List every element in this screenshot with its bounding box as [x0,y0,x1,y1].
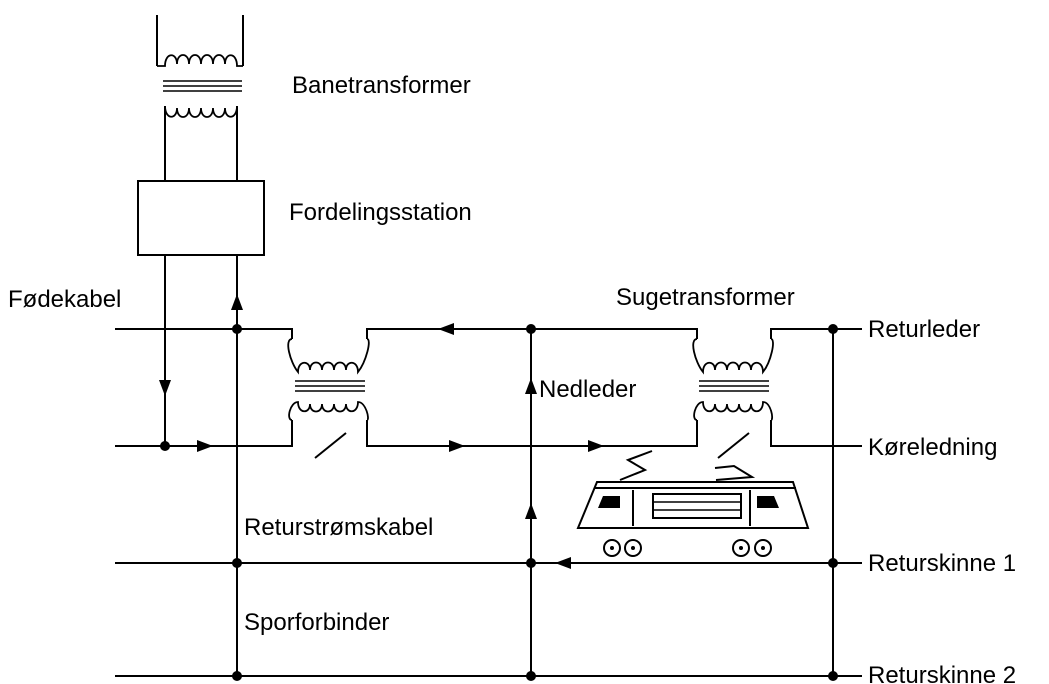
koreledning-line-right [770,420,862,447]
arrow-down-icon [159,380,171,396]
junction-dot [526,324,536,334]
current-arrows [159,294,604,569]
label-returleder: Returleder [868,316,980,343]
arrow-up-icon [525,503,537,519]
locomotive-side-panel [652,493,742,519]
wheel-hub [631,546,635,550]
sugetransformer-left-break-mark [314,432,347,459]
wheel-icon [603,539,621,557]
locomotive-window-left [598,496,620,508]
returleder-line-left [115,328,293,339]
junction-dot [526,671,536,681]
label-banetransformer: Banetransformer [292,72,471,99]
sugetransformer-right-primary-coil [692,338,774,375]
junction-dot [160,441,170,451]
pantograph-right [714,464,756,481]
wheel-icon [732,539,750,557]
sugetransformer-left-secondary-coil [288,401,369,421]
arrow-up-icon [525,378,537,394]
label-nedleder: Nedleder [539,376,636,403]
pantograph-left [619,450,653,481]
label-returskinne1: Returskinne 1 [868,550,1016,577]
locomotive-body [576,481,810,529]
arrow-left-icon [555,557,571,569]
fordelingsstation-box [137,180,265,256]
sugetransformer-left-primary-coil [287,338,370,375]
wheel-hub [739,546,743,550]
junction-dot [526,558,536,568]
locomotive-window-right [757,496,779,508]
junction-dot [828,558,838,568]
banetransformer-secondary-coil [164,105,238,118]
sugetransformer-right-break-mark [717,432,750,459]
returleder-line-right [770,328,862,339]
sugetransformer-right-symbol [692,338,774,459]
label-koreledning: Køreledning [868,434,997,461]
locomotive-icon [576,450,810,557]
label-returskinne2: Returskinne 2 [868,662,1016,684]
junction-dot [232,671,242,681]
label-sporforbinder: Sporforbinder [244,609,389,636]
label-fordelingsstation: Fordelingsstation [289,199,472,226]
junction-dots [160,324,838,681]
wheel-hub [761,546,765,550]
wheel-hub [610,546,614,550]
junction-dot [232,558,242,568]
junction-dot [828,671,838,681]
arrow-right-icon [588,440,604,452]
label-fodekabel: Fødekabel [8,286,121,313]
arrow-right-icon [449,440,465,452]
arrow-left-icon [438,323,454,335]
koreledning-line-left [115,420,293,447]
junction-dot [232,324,242,334]
wheel-icon [754,539,772,557]
sugetransformer-left-symbol [287,338,370,459]
arrow-right-icon [197,440,213,452]
junction-dot [828,324,838,334]
label-returstromskabel: Returstrømskabel [244,514,433,541]
banetransformer-primary-coil [157,54,243,67]
wheel-icon [624,539,642,557]
sugetransformer-right-secondary-coil [693,401,774,421]
label-sugetransformer: Sugetransformer [616,284,795,311]
banetransformer-symbol [156,15,244,118]
arrow-up-icon [231,294,243,310]
